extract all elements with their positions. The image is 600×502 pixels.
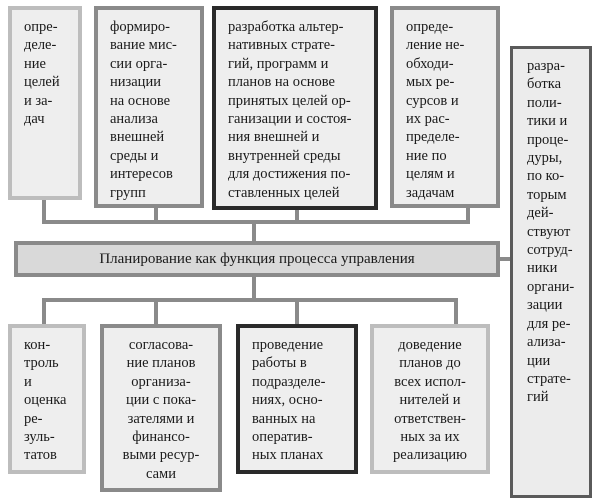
connector-top-1 xyxy=(42,198,46,224)
box-strategy-development: разработка альтер- нативных страте- гий,… xyxy=(212,6,378,210)
top-connector-horizontal xyxy=(42,220,470,224)
planning-function-bar: Планирование как функция процесса управл… xyxy=(14,241,500,277)
box-plan-communication: доведение планов до всех испол- нителей … xyxy=(370,324,490,474)
connector-bar-to-bottom xyxy=(252,276,256,300)
connector-right xyxy=(498,257,510,261)
box-plan-coordination: согласова- ние планов организа- ции с по… xyxy=(100,324,222,492)
connector-top-to-bar xyxy=(252,222,256,242)
connector-bottom-4 xyxy=(454,298,458,324)
box-mission-forming: формиро- вание мис- сии орга- низации на… xyxy=(94,6,204,208)
box-operational-work: проведение работы в подразделе- ниях, ос… xyxy=(236,324,358,474)
box-policy-development: разра- ботка поли- тики и проце- дуры, п… xyxy=(510,46,592,498)
connector-top-3 xyxy=(295,208,299,224)
connector-bottom-1 xyxy=(42,298,46,324)
connector-top-2 xyxy=(154,206,158,224)
connector-top-4 xyxy=(466,206,470,224)
bottom-connector-horizontal xyxy=(42,298,458,302)
connector-bottom-2 xyxy=(154,298,158,324)
box-resource-allocation: опреде- ление не- обходи- мых ре- сурсов… xyxy=(390,6,500,208)
box-control-evaluation: кон- троль и оценка ре- зуль- татов xyxy=(8,324,86,474)
connector-bottom-3 xyxy=(295,298,299,324)
box-goal-setting: опре- деле- ние целей и за- дач xyxy=(8,6,82,200)
